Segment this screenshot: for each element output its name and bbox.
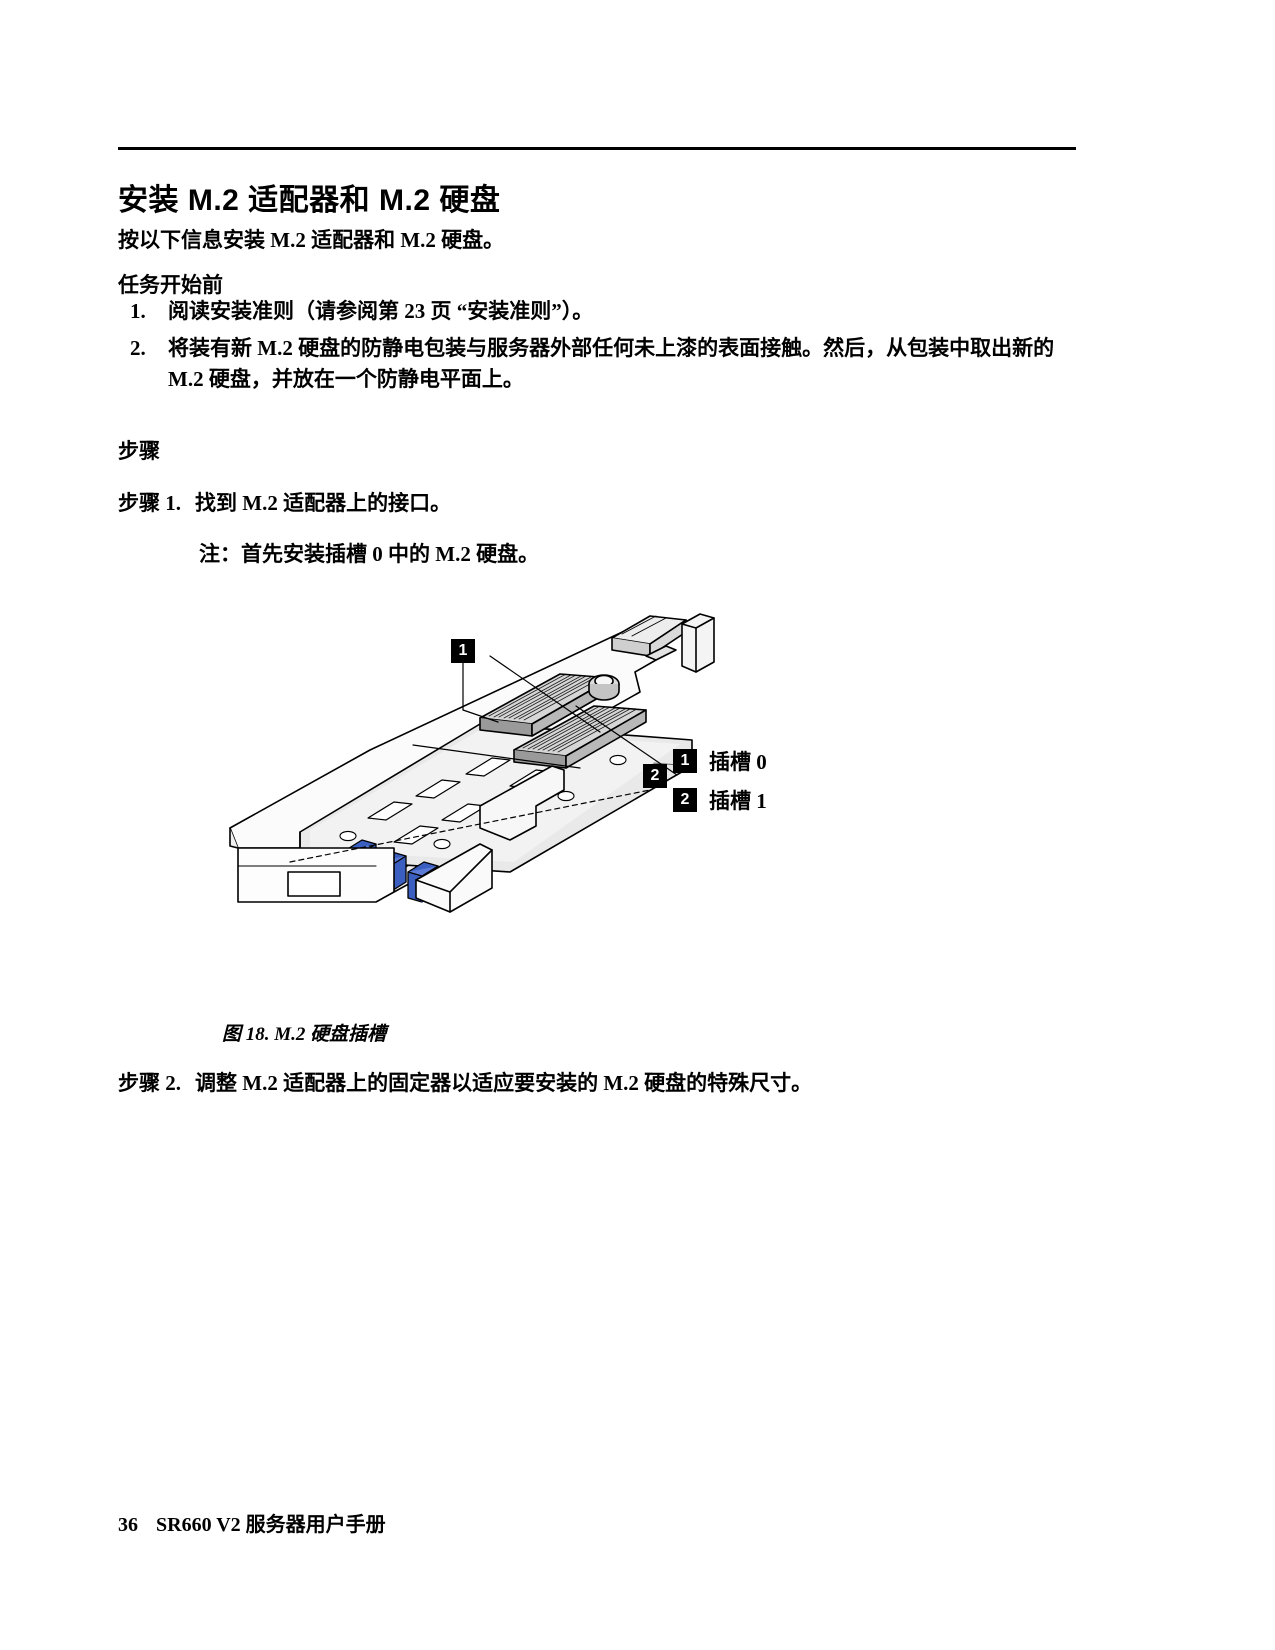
before-you-begin-list: 1. 阅读安装准则（请参阅第 23 页 “安装准则”）。 2. 将装有新 M.2… bbox=[130, 296, 1092, 401]
procedure-note: 注：首先安装插槽 0 中的 M.2 硬盘。 bbox=[199, 542, 540, 566]
page-footer: 36 SR660 V2 服务器用户手册 bbox=[118, 1508, 386, 1537]
figure-caption: 图 18. M.2 硬盘插槽 bbox=[222, 1024, 387, 1045]
step-text: 调整 M.2 适配器上的固定器以适应要安装的 M.2 硬盘的特殊尺寸。 bbox=[195, 1071, 813, 1095]
page-title: 安装 M.2 适配器和 M.2 硬盘 bbox=[118, 184, 501, 218]
figure-m2-adapter-illustration bbox=[180, 600, 900, 980]
figure-callout-1: 1 bbox=[451, 639, 475, 663]
section-heading-before-you-begin: 任务开始前 bbox=[118, 273, 223, 298]
step-label: 步骤 2. bbox=[118, 1071, 181, 1095]
legend-label-2: 插槽 1 bbox=[709, 789, 767, 813]
section-heading-procedure: 步骤 bbox=[118, 439, 160, 464]
procedure-step-2: 步骤 2. 调整 M.2 适配器上的固定器以适应要安装的 M.2 硬盘的特殊尺寸。 bbox=[118, 1067, 812, 1097]
list-item: 1. 阅读安装准则（请参阅第 23 页 “安装准则”）。 bbox=[130, 296, 1092, 327]
figure-legend: 1 插槽 0 2 插槽 1 bbox=[673, 745, 767, 823]
footer-page-number: 36 bbox=[118, 1514, 138, 1536]
list-item-number: 1. bbox=[130, 299, 146, 323]
figure-callout-2: 2 bbox=[643, 764, 667, 788]
list-item: 2. 将装有新 M.2 硬盘的防静电包装与服务器外部任何未上漆的表面接触。然后，… bbox=[130, 333, 1092, 395]
legend-key-2: 2 bbox=[673, 788, 697, 812]
legend-row: 2 插槽 1 bbox=[673, 784, 767, 816]
legend-label-1: 插槽 0 bbox=[709, 750, 767, 774]
step-label: 步骤 1. bbox=[118, 491, 181, 515]
legend-row: 1 插槽 0 bbox=[673, 745, 767, 777]
list-item-text: 将装有新 M.2 硬盘的防静电包装与服务器外部任何未上漆的表面接触。然后，从包装… bbox=[168, 336, 1055, 391]
footer-book-title: SR660 V2 服务器用户手册 bbox=[156, 1514, 386, 1536]
step-text: 找到 M.2 适配器上的接口。 bbox=[195, 491, 452, 515]
intro-paragraph: 按以下信息安装 M.2 适配器和 M.2 硬盘。 bbox=[118, 228, 505, 252]
header-rule bbox=[118, 147, 1076, 150]
list-item-text: 阅读安装准则（请参阅第 23 页 “安装准则”）。 bbox=[168, 299, 594, 323]
m2-adapter-drawing bbox=[229, 613, 715, 913]
list-item-number: 2. bbox=[130, 336, 146, 360]
legend-key-1: 1 bbox=[673, 749, 697, 773]
procedure-step-1: 步骤 1. 找到 M.2 适配器上的接口。 bbox=[118, 487, 451, 517]
